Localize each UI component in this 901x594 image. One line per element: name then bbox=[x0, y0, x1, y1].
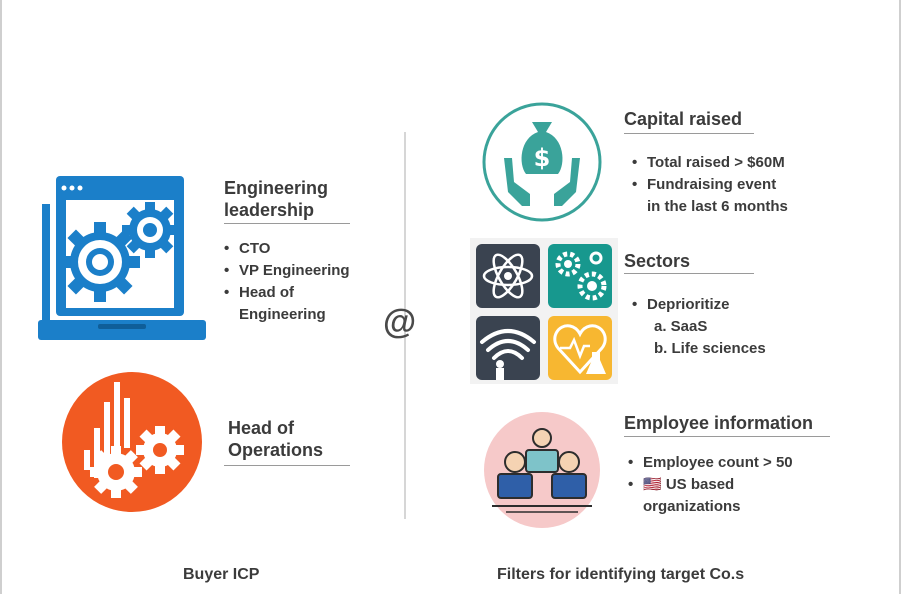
buyer-icp-caption: Buyer ICP bbox=[183, 566, 260, 583]
list-item: Fundraising event bbox=[632, 174, 788, 196]
center-divider bbox=[404, 132, 406, 519]
sectors-underline bbox=[624, 273, 754, 274]
list-item: VP Engineering bbox=[224, 260, 350, 282]
at-symbol: @ bbox=[383, 303, 417, 341]
sectors-criteria-list: Deprioritize bbox=[632, 294, 730, 316]
svg-text:$: $ bbox=[534, 144, 551, 172]
list-item: 🇺🇸 US based bbox=[628, 474, 793, 496]
atom-icon bbox=[476, 244, 540, 308]
heart-flask-icon bbox=[548, 316, 612, 380]
employee-criteria-list: Employee count > 50 🇺🇸 US based organiza… bbox=[628, 452, 793, 518]
frame-edge-left bbox=[0, 0, 2, 594]
list-item-continuation: Engineering bbox=[239, 306, 326, 323]
laptop-gears-icon bbox=[38, 176, 206, 340]
chart-gears-icon bbox=[62, 372, 202, 512]
operations-title-line2: Operations bbox=[228, 440, 324, 460]
list-item: Head of bbox=[224, 282, 350, 304]
frame-edge-right bbox=[899, 0, 901, 594]
team-people-icon bbox=[484, 412, 600, 528]
sectors-title: Sectors bbox=[624, 251, 691, 271]
gears-icon bbox=[548, 244, 612, 308]
wifi-person-icon bbox=[476, 316, 540, 380]
filters-caption: Filters for identifying target Co.s bbox=[497, 566, 745, 583]
capital-underline bbox=[624, 133, 754, 134]
list-item: a. SaaS bbox=[654, 318, 708, 335]
list-item: Total raised > $60M bbox=[632, 152, 788, 174]
engineering-leadership-title: Engineering leadership bbox=[224, 177, 328, 221]
list-item-continuation: organizations bbox=[643, 498, 741, 515]
capital-criteria-list: Total raised > $60M Fundraising event in… bbox=[632, 152, 788, 218]
list-item: Deprioritize bbox=[632, 294, 730, 316]
list-item: Employee count > 50 bbox=[628, 452, 793, 474]
engineering-roles-list: CTO VP Engineering Head of Engineering bbox=[224, 238, 350, 326]
sectors-sub-list: a. SaaS b. Life sciences bbox=[629, 316, 766, 360]
engineering-title-line1: Engineering bbox=[224, 178, 329, 198]
list-item: b. Life sciences bbox=[654, 340, 766, 357]
operations-underline bbox=[224, 465, 350, 466]
employee-information-title: Employee information bbox=[624, 413, 814, 433]
employees-underline bbox=[624, 436, 830, 437]
operations-title-line1: Head of bbox=[228, 418, 295, 438]
head-of-operations-title: Head of Operations bbox=[228, 417, 323, 461]
engineering-underline bbox=[224, 223, 350, 224]
capital-raised-title: Capital raised bbox=[624, 109, 743, 129]
engineering-title-line2: leadership bbox=[224, 200, 315, 220]
list-item: CTO bbox=[224, 238, 350, 260]
money-bag-hands-icon: $ bbox=[482, 102, 602, 222]
list-item-continuation: in the last 6 months bbox=[647, 198, 788, 215]
